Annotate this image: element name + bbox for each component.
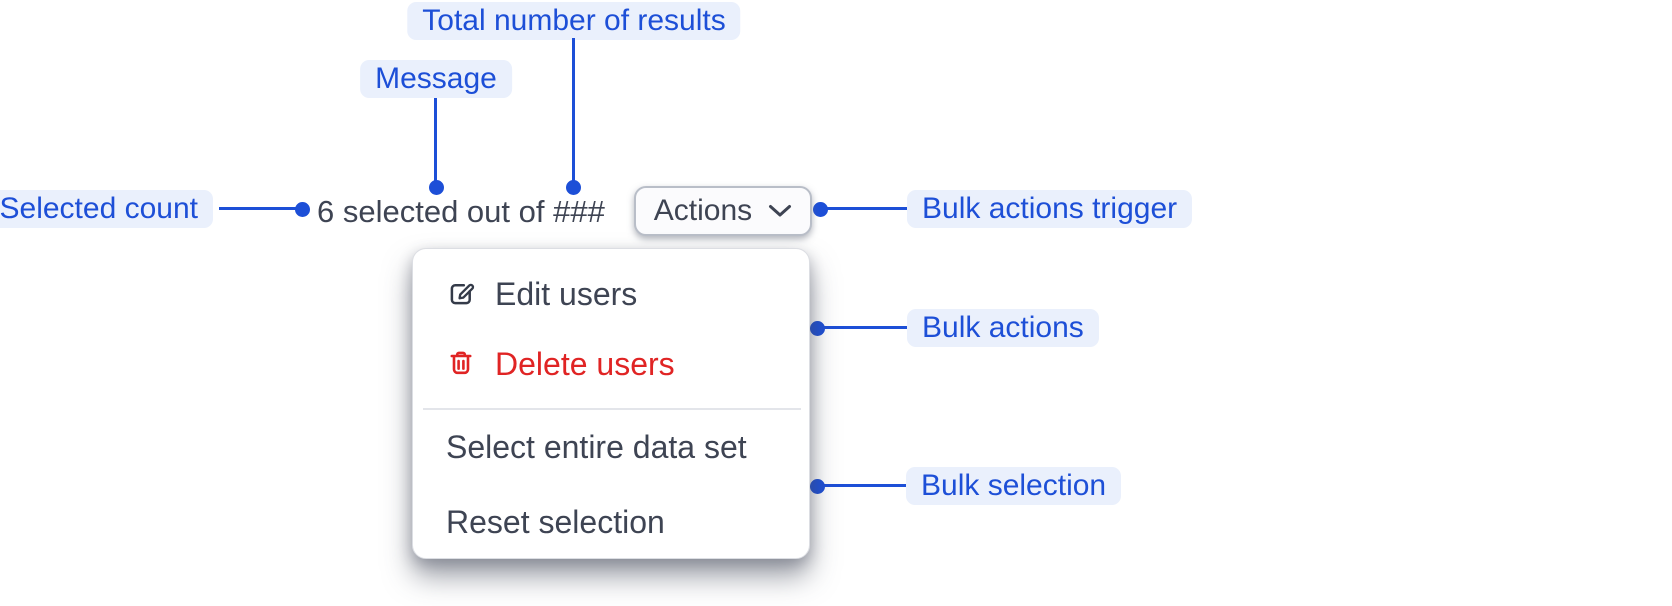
connector-line-total-results bbox=[572, 38, 575, 187]
connector-dot-bulk-actions-trigger bbox=[813, 202, 828, 217]
connector-dot-message bbox=[429, 180, 444, 195]
menu-item-label: Reset selection bbox=[446, 503, 665, 540]
menu-item-edit-users[interactable]: Edit users bbox=[446, 276, 637, 312]
connector-dot-total-results bbox=[566, 180, 581, 195]
menu-item-reset-selection[interactable]: Reset selection bbox=[446, 504, 665, 540]
annotation-bulk-actions-trigger: Bulk actions trigger bbox=[907, 190, 1193, 228]
actions-button[interactable]: Actions bbox=[634, 186, 812, 236]
connector-dot-selected-count bbox=[295, 202, 310, 217]
actions-button-label: Actions bbox=[653, 194, 753, 227]
annotation-total-results: Total number of results bbox=[407, 2, 741, 40]
edit-icon bbox=[446, 279, 476, 309]
menu-item-select-entire-data-set[interactable]: Select entire data set bbox=[446, 429, 747, 465]
menu-item-label: Delete users bbox=[495, 345, 675, 382]
connector-line-selected-count bbox=[219, 207, 302, 210]
connector-line-message bbox=[434, 98, 437, 187]
connector-dot-bulk-selection bbox=[810, 479, 825, 494]
menu-item-delete-users[interactable]: Delete users bbox=[446, 346, 675, 382]
trash-icon bbox=[446, 349, 476, 379]
menu-divider bbox=[423, 408, 801, 410]
annotation-bulk-actions: Bulk actions bbox=[907, 309, 1099, 347]
annotation-bulk-selection: Bulk selection bbox=[906, 467, 1122, 505]
menu-item-label: Select entire data set bbox=[446, 428, 747, 465]
connector-line-bulk-selection bbox=[817, 484, 906, 487]
selection-summary-text: 6 selected out of ### bbox=[317, 194, 605, 229]
annotation-selected-count: Selected count bbox=[0, 190, 213, 228]
connector-line-bulk-actions bbox=[817, 326, 907, 329]
connector-dot-bulk-actions bbox=[810, 321, 825, 336]
menu-item-label: Edit users bbox=[495, 275, 638, 312]
annotation-message: Message bbox=[360, 60, 512, 98]
connector-line-bulk-actions-trigger bbox=[820, 207, 907, 210]
bulk-actions-menu: Edit users Delete users Select entire da… bbox=[412, 248, 810, 559]
chevron-down-icon bbox=[768, 204, 792, 218]
